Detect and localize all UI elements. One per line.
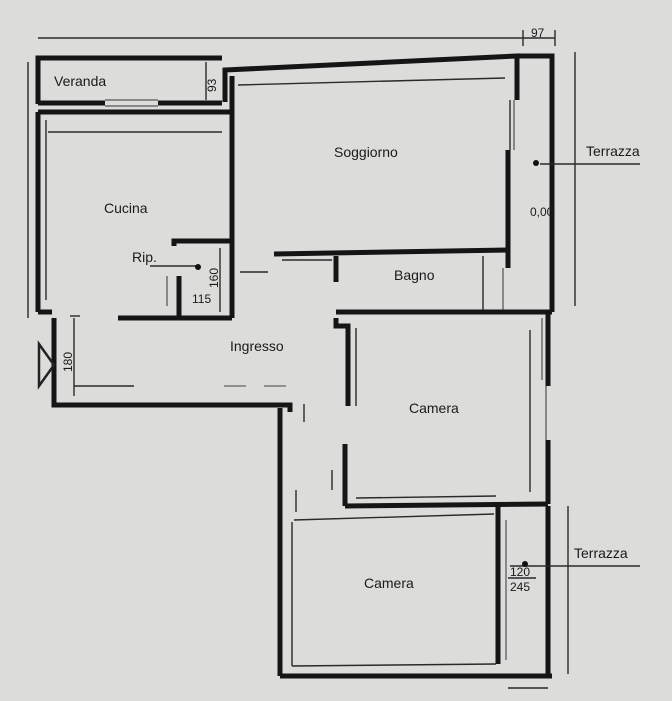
camera-upper-walls <box>333 312 551 509</box>
entrance-triangle-icon <box>37 340 56 390</box>
dimension-terrace-upper: 120 <box>510 565 530 579</box>
room-label-ingresso: Ingresso <box>230 338 284 354</box>
dimension-top-right: 97 <box>531 26 545 40</box>
ripostiglio-walls <box>166 236 235 318</box>
ingresso-walls <box>51 315 333 512</box>
room-label-camera-upper: Camera <box>409 400 459 416</box>
room-label-rip: Rip. <box>132 249 157 265</box>
soggiorno-marker-dot <box>533 160 539 166</box>
veranda-walls <box>27 55 222 318</box>
cucina-walls <box>35 109 232 321</box>
dimension-rip-height: 160 <box>207 268 221 288</box>
terrazza-marker-dot <box>522 561 528 567</box>
bagno-walls <box>336 256 552 315</box>
axis-lines <box>150 52 640 689</box>
room-label-bagno: Bagno <box>394 267 435 283</box>
dimension-terrace-lower: 245 <box>510 580 530 594</box>
room-label-terrazza-upper: Terrazza <box>586 143 640 159</box>
room-label-camera-lower: Camera <box>364 575 414 591</box>
rip-marker-dot <box>195 264 201 270</box>
top-dimension-line <box>38 30 556 46</box>
dimension-rip-width: 115 <box>192 292 211 306</box>
camera-lower-walls <box>277 408 552 679</box>
room-label-veranda: Veranda <box>54 73 106 89</box>
level-label: 0,00 <box>530 205 554 219</box>
soggiorno-walls <box>222 53 555 312</box>
dimension-ingresso-width: 180 <box>61 352 75 372</box>
room-label-cucina: Cucina <box>104 200 148 216</box>
room-label-soggiorno: Soggiorno <box>334 144 398 160</box>
dimension-veranda-depth: 93 <box>205 78 219 92</box>
room-label-terrazza-lower: Terrazza <box>574 545 628 561</box>
